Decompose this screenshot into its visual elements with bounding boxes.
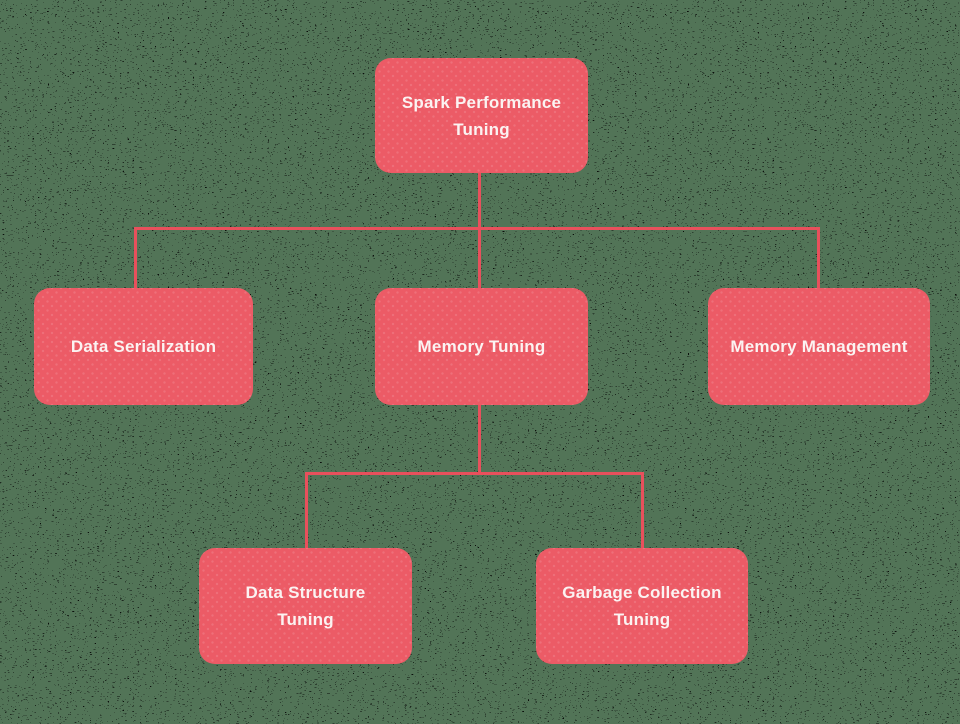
node-label-line: Tuning <box>613 610 671 629</box>
node-label-line: Memory Tuning <box>417 337 546 356</box>
edge-to-garbage-collection-tuning <box>641 472 644 549</box>
node-label-line: Tuning <box>453 119 510 139</box>
edge-to-memory-management <box>817 227 820 289</box>
node-label-line: Data Structure <box>245 583 366 602</box>
edge-top-rail <box>134 227 820 230</box>
edge-to-memory-tuning <box>478 227 481 289</box>
node-data-structure-tuning: Data Structure Tuning <box>199 548 412 664</box>
node-label-line: Garbage Collection <box>562 583 722 602</box>
node-label-line: Spark Performance <box>401 92 562 112</box>
edge-to-data-serialization <box>134 227 137 289</box>
edge-spark-trunk <box>478 173 481 228</box>
node-memory-tuning: Memory Tuning <box>375 288 588 405</box>
edge-bottom-rail <box>305 472 644 475</box>
node-garbage-collection-tuning: Garbage Collection Tuning <box>536 548 748 664</box>
node-label-line: Tuning <box>277 610 334 629</box>
node-memory-management: Memory Management <box>708 288 930 405</box>
edge-to-data-structure-tuning <box>305 472 308 549</box>
edge-memory-tuning-trunk <box>478 405 481 475</box>
node-label-line: Data Serialization <box>70 337 217 356</box>
node-spark-performance-tuning: Spark Performance Tuning <box>375 58 588 173</box>
node-data-serialization: Data Serialization <box>34 288 253 405</box>
node-label-line: Memory Management <box>730 337 908 356</box>
